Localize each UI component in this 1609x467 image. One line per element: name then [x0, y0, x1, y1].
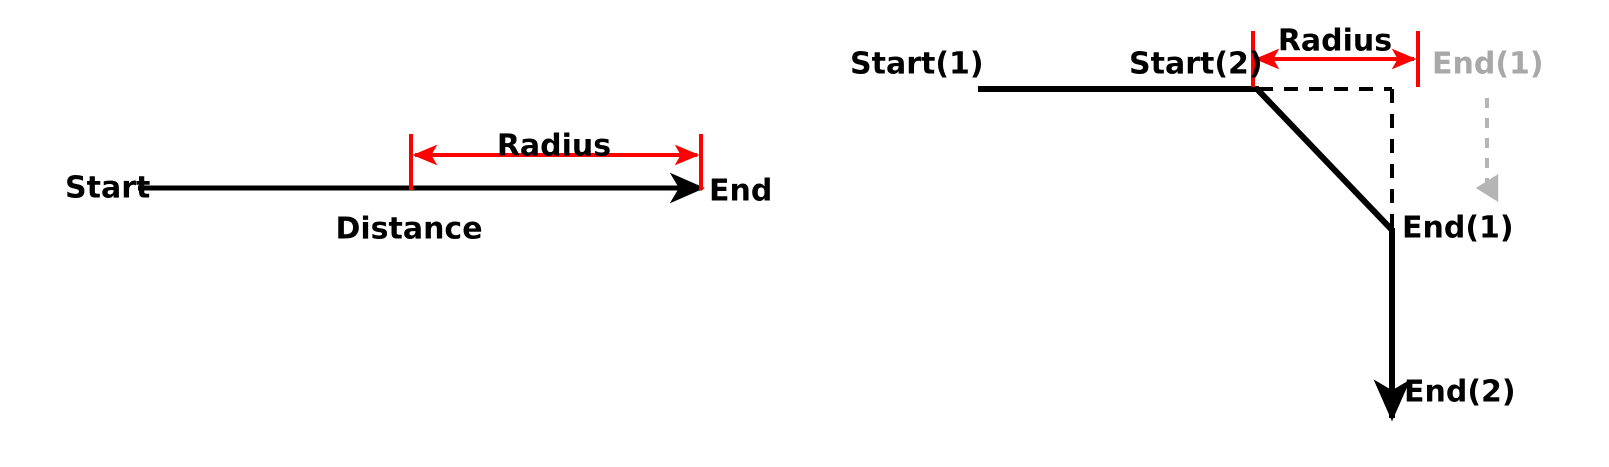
- label-end-1-ghost: End(1): [1432, 47, 1544, 82]
- label-start-1: Start(1): [850, 47, 984, 82]
- label-end-2: End(2): [1404, 375, 1516, 410]
- label-radius-left: Radius: [497, 129, 611, 164]
- left-panel-graphics: [138, 134, 705, 204]
- right-panel-graphics: [978, 31, 1499, 422]
- label-start: Start: [65, 171, 150, 206]
- segment-diagonal: [1254, 86, 1395, 233]
- label-end-1: End(1): [1402, 211, 1514, 246]
- label-distance: Distance: [335, 212, 482, 247]
- label-start-2: Start(2): [1129, 47, 1263, 82]
- label-radius-right: Radius: [1278, 24, 1392, 59]
- label-end: End: [709, 174, 772, 209]
